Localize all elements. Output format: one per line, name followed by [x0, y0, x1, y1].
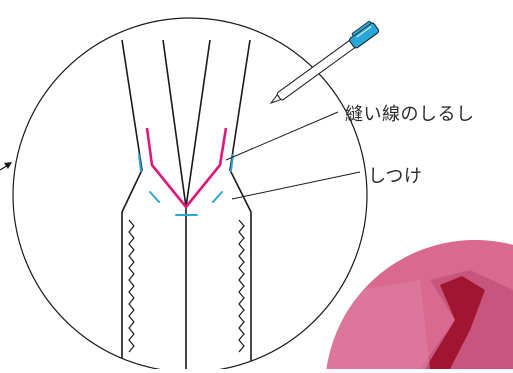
leader-sewing-line: [225, 111, 339, 161]
sewing-line: [145, 127, 228, 209]
overlock-left: [128, 219, 135, 353]
label-basting: しつけ: [368, 166, 423, 187]
label-sewing-line-mark: 縫い線のしるし: [345, 104, 475, 125]
garment-outline: [121, 39, 252, 369]
leader-basting: [231, 171, 361, 200]
overlock-right: [238, 219, 245, 353]
chalk-pen-icon: [269, 20, 380, 105]
fabric-photo: [325, 240, 513, 373]
arrow-icon: [0, 162, 12, 171]
